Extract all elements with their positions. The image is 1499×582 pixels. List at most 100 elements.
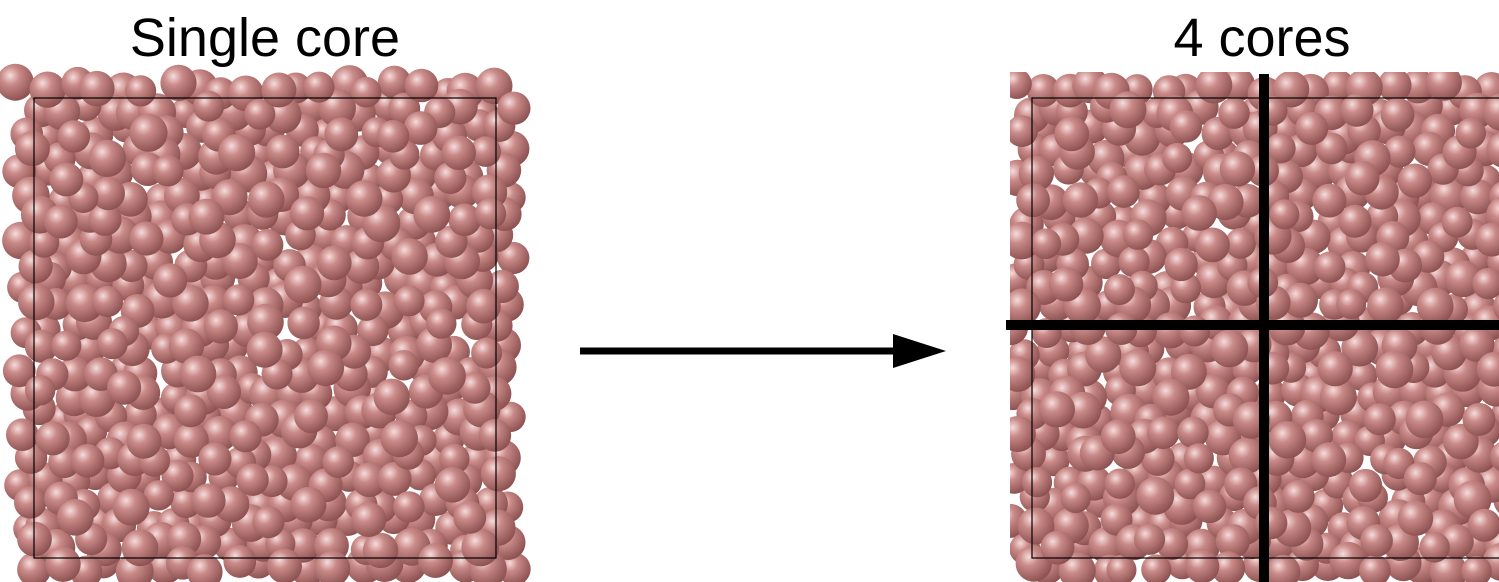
particle <box>1376 351 1414 389</box>
particle <box>1107 175 1140 208</box>
particle <box>18 284 55 321</box>
particle <box>193 91 224 122</box>
particle <box>50 163 84 197</box>
particle <box>1031 228 1062 259</box>
particle <box>1119 349 1156 386</box>
particle <box>317 246 352 281</box>
particle <box>1398 164 1432 198</box>
particle <box>1311 442 1346 477</box>
particle <box>413 196 450 233</box>
particle <box>1417 288 1454 325</box>
particle <box>97 328 128 359</box>
particle <box>189 199 225 235</box>
particle <box>127 424 162 459</box>
particle <box>389 350 419 380</box>
particle <box>153 263 187 297</box>
particle <box>1123 220 1153 250</box>
particle <box>1039 391 1075 427</box>
particle <box>481 456 516 491</box>
particle <box>294 399 328 433</box>
particle <box>351 77 382 108</box>
particle <box>1367 287 1404 324</box>
particle <box>125 75 156 106</box>
particle <box>1336 289 1366 319</box>
particle <box>25 375 55 405</box>
particle <box>218 134 255 171</box>
particle <box>287 307 319 339</box>
particle <box>1109 91 1146 128</box>
particle <box>1406 401 1444 439</box>
particle <box>252 229 284 261</box>
particle <box>107 371 141 405</box>
particle <box>291 487 327 523</box>
particle <box>266 135 300 169</box>
single-core-particle-box <box>0 64 531 582</box>
particle <box>1426 65 1462 101</box>
particle <box>1002 69 1032 99</box>
particle <box>89 140 126 177</box>
particle <box>152 155 183 186</box>
particle <box>350 289 382 321</box>
particle <box>45 547 80 582</box>
particle <box>284 266 322 304</box>
particle <box>1378 69 1412 103</box>
particle <box>14 486 46 518</box>
particle <box>1164 248 1197 281</box>
particle <box>1041 531 1075 565</box>
particle <box>1360 524 1393 557</box>
particle <box>391 238 427 274</box>
particle <box>15 131 50 166</box>
particle <box>308 350 345 387</box>
particle <box>1193 490 1226 523</box>
particle <box>236 464 268 496</box>
particle <box>1455 118 1486 149</box>
particle <box>130 114 168 152</box>
particle <box>1016 183 1050 217</box>
particle <box>248 181 284 217</box>
particle <box>363 533 398 568</box>
particle <box>381 420 418 457</box>
particle <box>1314 252 1345 283</box>
particle <box>51 331 81 361</box>
particle <box>79 71 114 106</box>
particle <box>497 92 530 125</box>
particle <box>0 64 34 101</box>
particle <box>1463 403 1496 436</box>
particle <box>351 502 386 537</box>
particle <box>1269 421 1306 458</box>
particle <box>1000 357 1035 392</box>
particle <box>426 308 456 338</box>
particle <box>442 136 476 170</box>
particle <box>174 394 207 427</box>
particle <box>1063 182 1098 217</box>
particle <box>1170 110 1202 142</box>
particle <box>1295 112 1328 145</box>
particle <box>1049 267 1083 301</box>
particle <box>374 379 410 415</box>
particle <box>1054 116 1089 151</box>
particle <box>267 549 302 582</box>
particle <box>58 120 91 153</box>
particle <box>393 491 424 522</box>
particle <box>1312 184 1346 218</box>
particle <box>290 196 324 230</box>
particle <box>1134 524 1165 555</box>
particle <box>428 357 466 395</box>
particle <box>1022 467 1052 497</box>
particle <box>405 69 439 103</box>
particle <box>1282 480 1315 513</box>
particle <box>1006 115 1038 147</box>
particle <box>479 419 512 452</box>
particle <box>306 153 341 188</box>
particle <box>1061 483 1091 513</box>
particle <box>1404 462 1437 495</box>
particle <box>223 545 256 578</box>
particle <box>252 506 284 538</box>
particle <box>230 420 262 452</box>
particle <box>1220 151 1255 186</box>
particle <box>129 221 163 255</box>
particle <box>461 529 499 567</box>
particle <box>1364 403 1396 435</box>
particle <box>1318 351 1353 386</box>
